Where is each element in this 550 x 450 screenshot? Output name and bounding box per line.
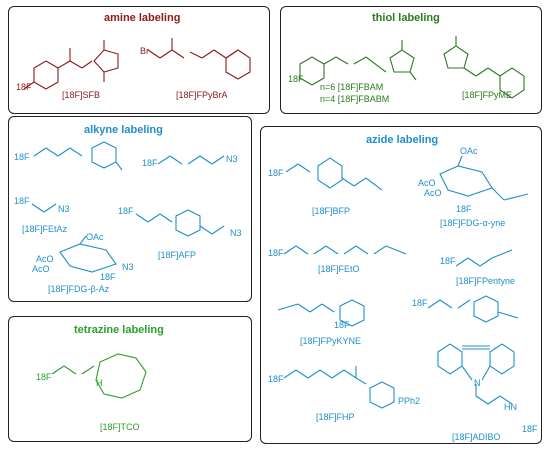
fdg-b-az-structure	[59, 235, 117, 273]
fetaz-structure	[31, 203, 57, 213]
azide-labeling-box	[260, 126, 542, 444]
feto-fluorine: 18F	[268, 248, 284, 258]
fpybra-label: [18F]FPyBrA	[176, 90, 228, 100]
fdg-b-az-n3: N3	[122, 262, 134, 272]
alkyne-labeling-title: alkyne labeling	[84, 124, 163, 136]
sfb-label: [18F]SFB	[62, 90, 101, 100]
fpyme-structure	[443, 36, 525, 99]
alkyne-2-fluorine: 18F	[142, 158, 158, 168]
fpentyne-fluorine: 18F	[440, 256, 456, 266]
azide-6-fluorine: 18F	[412, 298, 428, 308]
fpentyne-structure	[455, 249, 513, 267]
afp-structure	[135, 209, 225, 237]
thiol-labeling-box	[280, 6, 542, 114]
fdg-b-az-fluorine: 18F	[100, 272, 116, 282]
feto-label: [18F]FEtO	[318, 264, 360, 274]
bfp-fluorine: 18F	[268, 168, 284, 178]
adibo-fluorine: 18F	[522, 424, 538, 434]
fdg-a-yne-structure	[439, 155, 529, 201]
thiol-labeling-title: thiol labeling	[372, 12, 440, 24]
tco-fluorine: 18F	[36, 372, 52, 382]
alkyne-compound-1	[33, 141, 123, 171]
bfp-structure	[285, 157, 383, 191]
adibo-label: [18F]ADIBO	[452, 432, 501, 442]
tco-h: H	[96, 378, 103, 388]
adibo-hn: HN	[504, 402, 517, 412]
fpybra-br: Br	[140, 46, 149, 56]
fhp-pph2: PPh2	[398, 396, 421, 406]
fpybra-structure	[147, 38, 251, 80]
fdg-a-yne-fluorine: 18F	[456, 204, 472, 214]
fhp-fluorine: 18F	[268, 374, 284, 384]
sfb-structure	[23, 40, 119, 90]
fbam-structure	[299, 40, 417, 86]
fhp-label: [18F]FHP	[316, 412, 355, 422]
azide-compound-6	[427, 295, 519, 323]
fhp-structure	[283, 366, 395, 409]
sfb-fluorine-label: 18F	[16, 82, 32, 92]
fdg-a-yne-aco-1: AcO	[418, 178, 436, 188]
fetaz-n3: N3	[58, 204, 70, 214]
fpyme-label: [18F]FPyME	[462, 90, 513, 100]
amine-labeling-title: amine labeling	[104, 12, 181, 24]
fpykyne-fluorine: 18F	[334, 320, 350, 330]
fbam-fluorine: 18F	[288, 74, 304, 84]
fdg-b-az-aco-1: AcO	[36, 254, 54, 264]
fdg-a-yne-label: [18F]FDG-α-yne	[440, 218, 506, 228]
fdg-a-yne-oac: OAc	[460, 146, 478, 156]
azide-labeling-title: azide labeling	[366, 134, 439, 146]
afp-fluorine: 18F	[118, 206, 134, 216]
afp-n3: N3	[230, 228, 242, 238]
fdg-b-az-aco-2: AcO	[32, 264, 50, 274]
fetaz-fluorine: 18F	[14, 196, 30, 206]
adibo-structure	[437, 343, 515, 405]
fpykyne-label: [18F]FPyKYNE	[300, 336, 362, 346]
afp-label: [18F]AFP	[158, 250, 197, 260]
fbam-label: n=6 [18F]FBAM	[320, 82, 384, 92]
alkyne-compound-2	[157, 155, 225, 165]
alkyne-1-fluorine: 18F	[14, 152, 30, 162]
feto-structure	[283, 245, 407, 255]
tetrazine-labeling-title: tetrazine labeling	[74, 324, 164, 336]
tetrazine-labeling-box	[8, 316, 252, 442]
fpentyne-label: [18F]FPentyne	[456, 276, 516, 286]
fetaz-label: [18F]FEtAz	[22, 224, 68, 234]
fbabm-label: n=4 [18F]FBABM	[320, 94, 390, 104]
fpykyne-structure	[277, 299, 365, 327]
adibo-n: N	[474, 378, 481, 388]
bfp-label: [18F]BFP	[312, 206, 351, 216]
tco-structure	[51, 353, 147, 399]
fdg-b-az-label: [18F]FDG-β-Az	[48, 284, 110, 294]
fdg-a-yne-aco-2: AcO	[424, 188, 442, 198]
alkyne-2-n3: N3	[226, 154, 238, 164]
tco-label: [18F]TCO	[100, 422, 140, 432]
fdg-b-az-oac: OAc	[86, 232, 104, 242]
